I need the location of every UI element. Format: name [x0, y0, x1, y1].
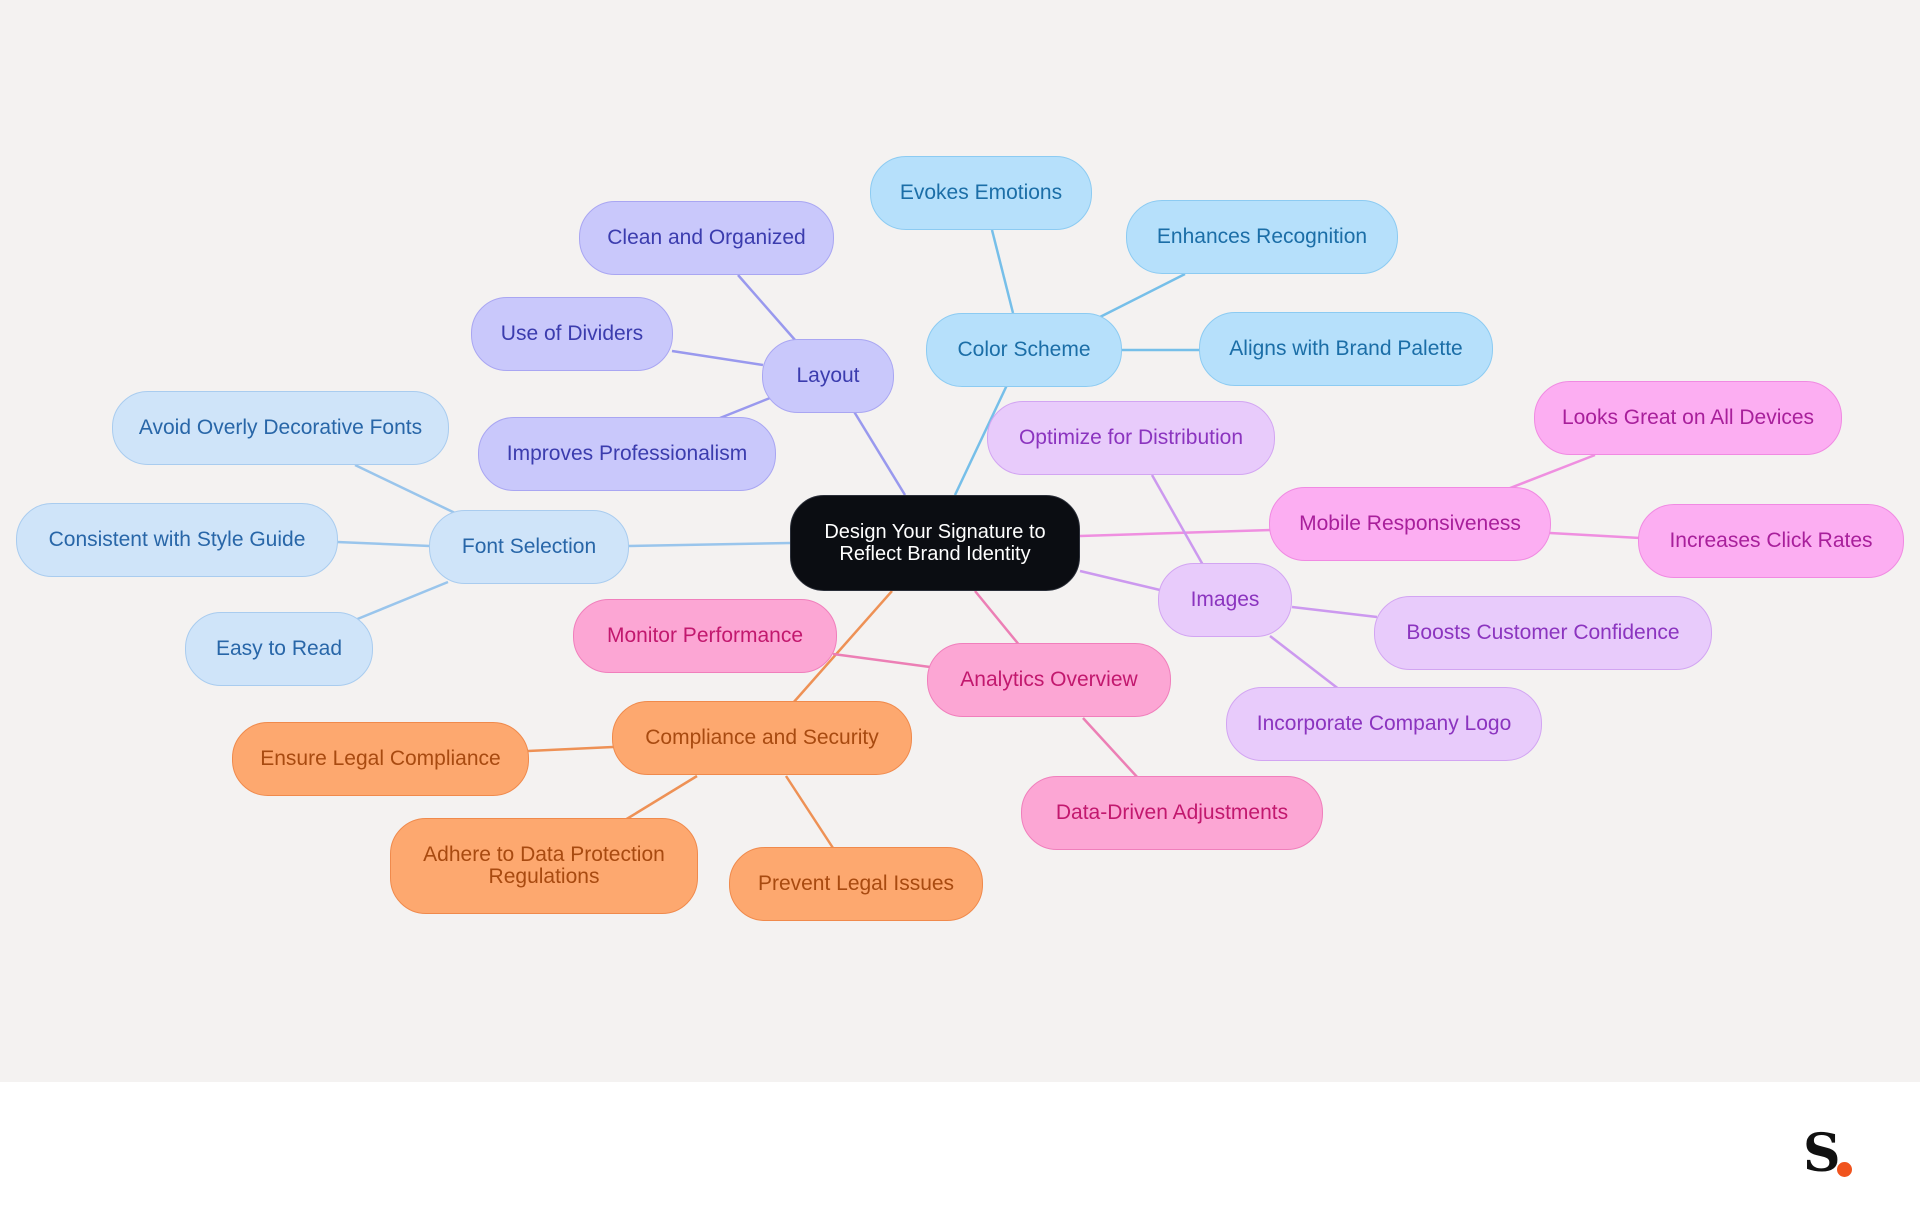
node-label: Analytics Overview — [960, 668, 1138, 691]
node-use-of-dividers[interactable]: Use of Dividers — [471, 297, 673, 371]
edge-root-mobile — [1079, 528, 1272, 538]
node-prevent-legal-issues[interactable]: Prevent Legal Issues — [729, 847, 983, 921]
node-boosts-customer-confidence[interactable]: Boosts Customer Confidence — [1374, 596, 1712, 670]
edge-color-emotions — [990, 229, 1015, 314]
node-aligns-with-brand-palette[interactable]: Aligns with Brand Palette — [1199, 312, 1493, 386]
edge-images-confidence — [1291, 605, 1378, 619]
node-label: Consistent with Style Guide — [48, 528, 306, 551]
node-label: Increases Click Rates — [1669, 529, 1873, 552]
connector-lines — [336, 229, 1641, 849]
edge-layout-clean — [737, 274, 796, 341]
node-label: Avoid Overly Decorative Fonts — [138, 416, 423, 439]
node-consistent-with-style-guide[interactable]: Consistent with Style Guide — [16, 503, 338, 577]
node-data-driven-adjustments[interactable]: Data-Driven Adjustments — [1021, 776, 1323, 850]
node-label: Mobile Responsiveness — [1299, 512, 1521, 535]
node-increases-click-rates[interactable]: Increases Click Rates — [1638, 504, 1904, 578]
node-mobile-responsiveness[interactable]: Mobile Responsiveness — [1269, 487, 1551, 561]
root-node[interactable]: Design Your Signature to Reflect Brand I… — [790, 495, 1080, 591]
edge-root-font-selection — [627, 541, 791, 548]
node-label: Color Scheme — [957, 338, 1091, 361]
node-label: Use of Dividers — [500, 322, 644, 345]
node-label: Layout — [796, 364, 860, 387]
node-font-selection[interactable]: Font Selection — [429, 510, 629, 584]
mind-map-canvas: Design Your Signature to Reflect Brand I… — [0, 0, 1920, 1082]
node-label: Images — [1190, 588, 1260, 611]
edge-layout-dividers — [671, 349, 764, 367]
root-label: Design Your Signature to Reflect Brand I… — [824, 521, 1046, 565]
node-label: Clean and Organized — [607, 226, 806, 249]
node-ensure-legal-compliance[interactable]: Ensure Legal Compliance — [232, 722, 529, 796]
node-improves-professionalism[interactable]: Improves Professionalism — [478, 417, 776, 491]
edge-analytics-adjust — [1082, 717, 1139, 779]
node-incorporate-company-logo[interactable]: Incorporate Company Logo — [1226, 687, 1542, 761]
edge-font-styleguide — [336, 540, 431, 548]
edge-analytics-monitor — [832, 652, 931, 669]
node-label: Adhere to Data Protection Regulations — [423, 843, 665, 888]
node-easy-to-read[interactable]: Easy to Read — [185, 612, 373, 686]
node-monitor-performance[interactable]: Monitor Performance — [573, 599, 837, 673]
edge-font-easy — [354, 580, 449, 622]
edge-root-analytics — [974, 590, 1021, 647]
node-label: Prevent Legal Issues — [757, 872, 955, 895]
node-analytics-overview[interactable]: Analytics Overview — [927, 643, 1171, 717]
edge-layout-professionalism — [719, 396, 771, 420]
edge-root-layout — [848, 404, 907, 496]
node-label: Font Selection — [461, 535, 597, 558]
edge-images-optimize — [1150, 474, 1205, 566]
edge-root-compliance — [792, 590, 893, 704]
node-enhances-recognition[interactable]: Enhances Recognition — [1126, 200, 1398, 274]
logo-letter-s-icon: S — [1803, 1123, 1841, 1184]
node-clean-and-organized[interactable]: Clean and Organized — [579, 201, 834, 275]
edge-compliance-prevent — [784, 775, 835, 849]
node-label: Boosts Customer Confidence — [1406, 621, 1680, 644]
node-label: Incorporate Company Logo — [1256, 712, 1512, 735]
edge-compliance-legal — [527, 745, 614, 753]
node-evokes-emotions[interactable]: Evokes Emotions — [870, 156, 1092, 230]
node-label: Data-Driven Adjustments — [1055, 801, 1289, 824]
node-label: Ensure Legal Compliance — [260, 747, 501, 770]
node-label: Improves Professionalism — [506, 442, 748, 465]
node-optimize-for-distribution[interactable]: Optimize for Distribution — [987, 401, 1275, 475]
edge-color-recognition — [1097, 272, 1186, 320]
node-label: Easy to Read — [215, 637, 343, 660]
node-layout[interactable]: Layout — [762, 339, 894, 413]
node-label: Enhances Recognition — [1156, 225, 1368, 248]
node-label: Evokes Emotions — [899, 181, 1063, 204]
node-label: Compliance and Security — [645, 726, 879, 749]
brand-logo: S — [1803, 1124, 1863, 1184]
edge-root-color-scheme — [953, 384, 1009, 496]
edge-mobile-devices — [1504, 453, 1596, 492]
edge-font-decorative — [354, 463, 456, 515]
node-compliance-and-security[interactable]: Compliance and Security — [612, 701, 912, 775]
edge-compliance-data — [624, 774, 698, 822]
node-label: Looks Great on All Devices — [1561, 406, 1815, 429]
node-adhere-to-data-protection-regulations[interactable]: Adhere to Data Protection Regulations — [390, 818, 698, 914]
node-label: Aligns with Brand Palette — [1229, 337, 1463, 360]
node-looks-great-on-all-devices[interactable]: Looks Great on All Devices — [1534, 381, 1842, 455]
node-avoid-overly-decorative-fonts[interactable]: Avoid Overly Decorative Fonts — [112, 391, 449, 465]
logo-dot-icon — [1837, 1162, 1852, 1177]
edge-images-logo — [1269, 635, 1341, 691]
node-label: Optimize for Distribution — [1018, 426, 1244, 449]
edge-mobile-clicks — [1549, 531, 1641, 540]
node-color-scheme[interactable]: Color Scheme — [926, 313, 1122, 387]
node-images[interactable]: Images — [1158, 563, 1292, 637]
edge-root-images — [1079, 569, 1161, 592]
node-label: Monitor Performance — [606, 624, 804, 647]
